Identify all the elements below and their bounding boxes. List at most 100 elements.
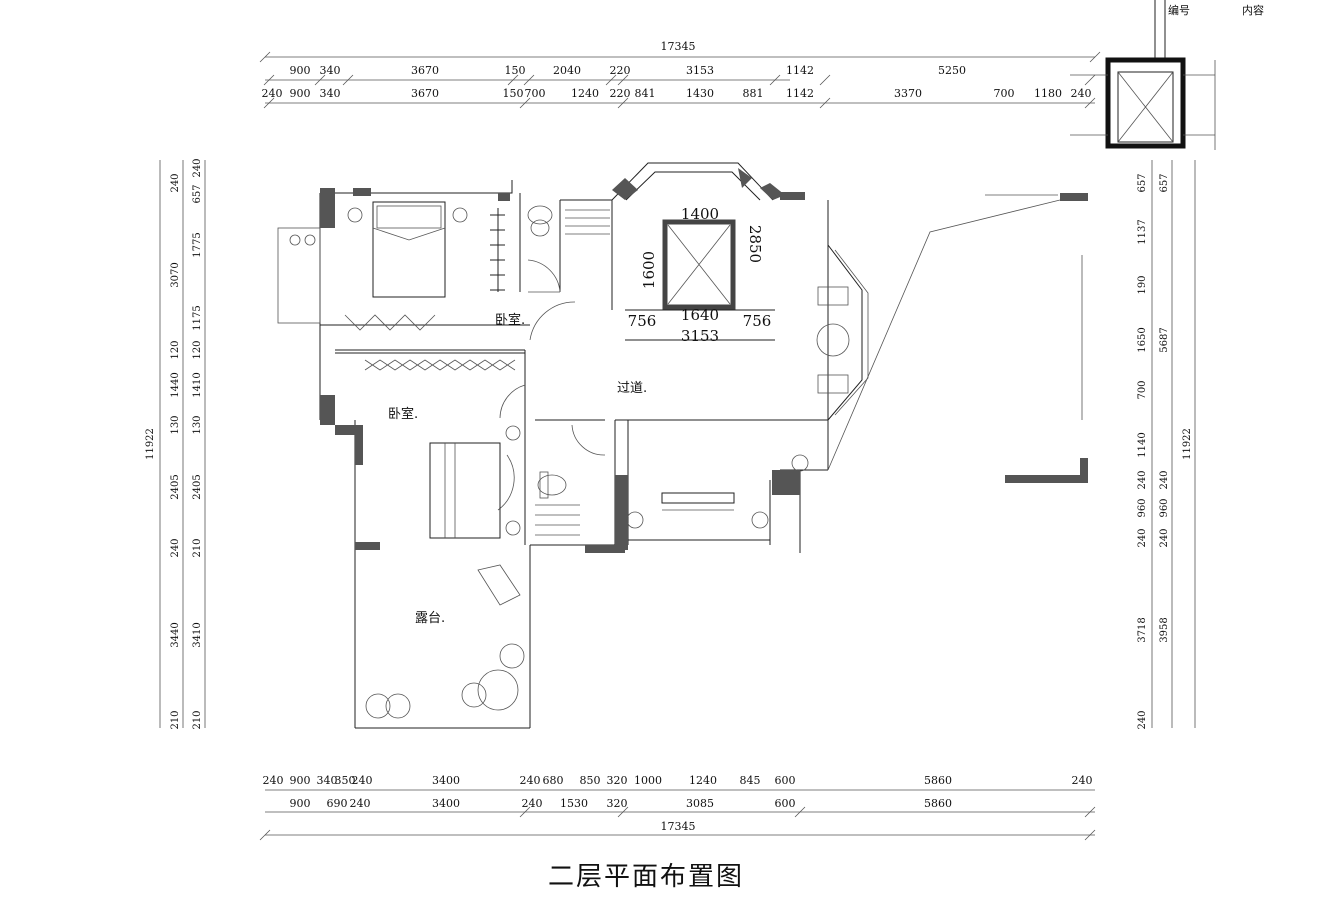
room-label-bedroom-1: 卧室. [495, 312, 525, 328]
bottom-overall-dim: 17345 [661, 820, 696, 833]
dim-label: 700 [1137, 380, 1148, 399]
dim-label: 845 [740, 774, 761, 787]
dim-label: 240 [1159, 528, 1170, 547]
dim-label: 240 [522, 797, 543, 810]
dim-label: 240 [1137, 528, 1148, 547]
floor-plan [277, 162, 1088, 729]
dim-label: 3410 [192, 622, 203, 647]
elevator-left-dim: 756 [628, 312, 657, 330]
dim-label: 1775 [192, 232, 203, 257]
dim-label: 240 [1072, 774, 1093, 787]
dim-label: 960 [1159, 498, 1170, 517]
dim-label: 150 [503, 87, 524, 100]
dim-label: 2405 [192, 474, 203, 499]
dim-label: 340 [320, 87, 341, 100]
dim-label: 240 [350, 797, 371, 810]
left-overall-dim: 11922 [145, 428, 156, 460]
dim-label: 657 [192, 184, 203, 203]
dim-label: 1650 [1137, 327, 1148, 352]
dim-label: 841 [635, 87, 656, 100]
dim-label: 130 [192, 415, 203, 434]
dim-label: 600 [775, 797, 796, 810]
dim-label: 900 [290, 774, 311, 787]
dim-label: 120 [192, 340, 203, 359]
elevator: 1400 2850 1600 1640 756 756 3153 [625, 205, 775, 345]
dim-label: 5860 [924, 774, 952, 787]
dim-label: 1175 [192, 305, 203, 330]
dim-label: 190 [1137, 275, 1148, 294]
elevator-height-dim: 1600 [640, 251, 658, 289]
dim-label: 2040 [553, 64, 581, 77]
dim-label: 5687 [1159, 327, 1170, 352]
room-label-corridor: 过道. [617, 381, 647, 396]
elevator-inner-dim: 1640 [681, 306, 719, 324]
dim-label: 690 [327, 797, 348, 810]
dim-label: 240 [192, 158, 203, 177]
dim-label: 600 [775, 774, 796, 787]
dim-label: 3670 [411, 87, 439, 100]
dim-label: 220 [610, 64, 631, 77]
dim-label: 220 [610, 87, 631, 100]
dim-label: 680 [543, 774, 564, 787]
dim-label: 3400 [432, 774, 460, 787]
dim-label: 3370 [894, 87, 922, 100]
dim-label: 240 [1137, 470, 1148, 489]
elevator-width-dim: 1400 [681, 205, 719, 223]
dim-label: 320 [607, 774, 628, 787]
dim-label: 240 [1159, 470, 1170, 489]
dim-label: 240 [263, 774, 284, 787]
dim-label: 1440 [170, 372, 181, 397]
dim-label: 700 [994, 87, 1015, 100]
dim-label: 3070 [170, 262, 181, 287]
left-dimensions: 11922 240 3070 120 1440 130 2405 240 344… [145, 158, 206, 730]
dim-label: 3670 [411, 64, 439, 77]
top-overall-dim: 17345 [661, 40, 696, 53]
dim-label: 1142 [786, 64, 814, 77]
dim-label: 881 [743, 87, 764, 100]
elevator-right-dim: 756 [743, 312, 772, 330]
dim-label: 1140 [1137, 432, 1148, 457]
dim-label: 2405 [170, 474, 181, 499]
dim-label: 5250 [938, 64, 966, 77]
dim-label: 900 [290, 87, 311, 100]
dim-label: 340 [320, 64, 341, 77]
dim-label: 1000 [634, 774, 662, 787]
dim-label: 130 [170, 415, 181, 434]
right-overall-dim: 11922 [1182, 428, 1193, 460]
dim-label: 3085 [686, 797, 714, 810]
dim-label: 3718 [1137, 617, 1148, 642]
dim-label: 900 [290, 64, 311, 77]
dim-label: 657 [1137, 173, 1148, 192]
right-dimensions: 11922 657 1137 190 1650 700 1140 240 960… [1137, 160, 1196, 730]
legend-code-label: 编号 [1168, 3, 1190, 17]
dim-label: 900 [290, 797, 311, 810]
dim-label: 1240 [689, 774, 717, 787]
dim-label: 3958 [1159, 617, 1170, 642]
dim-label: 340 [317, 774, 338, 787]
dim-label: 5860 [924, 797, 952, 810]
elevator-total-dim: 3153 [681, 327, 719, 345]
legend-key-box: 编号 内容 [1070, 0, 1264, 150]
dim-label: 240 [262, 87, 283, 100]
dim-label: 1410 [192, 372, 203, 397]
dim-label: 1530 [560, 797, 588, 810]
bottom-dimensions: 240 900 340 350 240 3400 240 680 850 320… [259, 774, 1096, 841]
dim-label: 210 [192, 538, 203, 557]
dim-label: 240 [352, 774, 373, 787]
dim-label: 3153 [686, 64, 714, 77]
legend-content-label: 内容 [1242, 3, 1264, 17]
dim-label: 210 [170, 710, 181, 729]
dim-label: 240 [170, 173, 181, 192]
room-label-terrace: 露台. [415, 611, 445, 626]
dim-label: 700 [525, 87, 546, 100]
dim-label: 3400 [432, 797, 460, 810]
dim-label: 240 [1071, 87, 1092, 100]
dim-label: 1430 [686, 87, 714, 100]
dim-label: 150 [505, 64, 526, 77]
dim-label: 240 [170, 538, 181, 557]
dim-label: 320 [607, 797, 628, 810]
dim-label: 1142 [786, 87, 814, 100]
dim-label: 210 [192, 710, 203, 729]
dim-label: 1137 [1137, 219, 1148, 244]
